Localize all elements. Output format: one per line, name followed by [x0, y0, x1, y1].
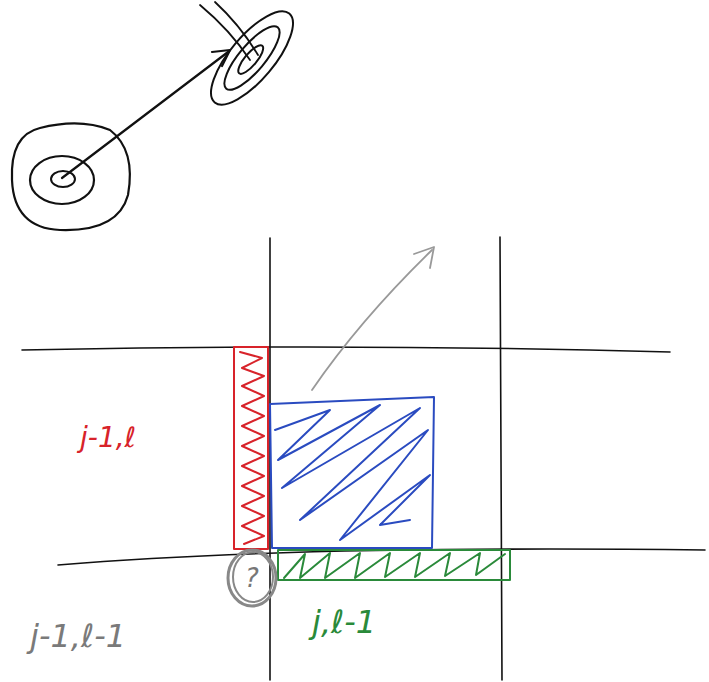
inner-ring [51, 171, 75, 187]
target-ellipses [198, 0, 306, 117]
stroke [215, 2, 258, 55]
grey-arrow-head [414, 247, 434, 268]
red-hatch [240, 352, 264, 544]
middle-ring [30, 156, 94, 204]
blue-hatch [275, 405, 430, 540]
red-strip [234, 347, 268, 549]
green-hatch [284, 553, 505, 578]
grid-line [22, 347, 670, 352]
cell-label: j-1,ℓ [80, 424, 136, 452]
blue-square [270, 397, 434, 548]
node-text: ? [244, 565, 260, 591]
grid-line [500, 237, 502, 680]
arrow-line [62, 52, 228, 178]
cell-label: j-1,ℓ-1 [30, 620, 126, 652]
grid-line [58, 549, 705, 565]
grey-arrow [312, 250, 432, 390]
question-circle: ? [226, 548, 278, 608]
green-strip [278, 550, 510, 580]
cell-label: j,ℓ-1 [312, 606, 376, 638]
